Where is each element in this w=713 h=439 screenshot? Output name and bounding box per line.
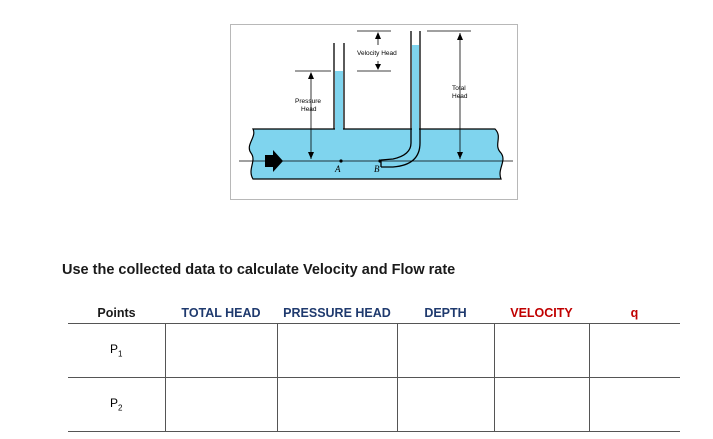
table-header-row: Points TOTAL HEAD PRESSURE HEAD DEPTH VE…: [68, 303, 680, 324]
point-subscript: 1: [118, 349, 123, 359]
depth-cell[interactable]: [396, 377, 494, 432]
total-head-label-line1: Total: [452, 85, 466, 92]
pressure-head-cell[interactable]: [276, 377, 397, 432]
col-header-points: Points: [68, 303, 165, 324]
point-subscript: 2: [118, 403, 123, 413]
table-row: P2: [68, 377, 680, 432]
depth-cell[interactable]: [396, 323, 494, 378]
col-header-q: q: [589, 303, 680, 324]
col-header-total-head: TOTAL HEAD: [165, 303, 277, 324]
velocity-head-label: Velocity Head: [357, 50, 397, 57]
point-b-label: B: [374, 164, 380, 174]
point-cell: P1: [68, 323, 165, 378]
pressure-head-label-line1: Pressure: [295, 98, 321, 105]
total-head-cell[interactable]: [164, 323, 277, 378]
pipe-water: [248, 128, 504, 180]
diagram-svg: Velocity Head Total Head Pressure Head A…: [239, 30, 513, 180]
q-cell[interactable]: [588, 323, 680, 378]
point-a-label: A: [334, 164, 341, 174]
col-header-pressure-head: PRESSURE HEAD: [277, 303, 397, 324]
pressure-head-cell[interactable]: [276, 323, 397, 378]
point-cell: P2: [68, 377, 165, 432]
total-head-label-line2: Head: [452, 93, 468, 100]
piezometer-water: [335, 71, 343, 130]
point-letter: P: [110, 342, 119, 357]
total-head-cell[interactable]: [164, 377, 277, 432]
velocity-cell[interactable]: [493, 323, 589, 378]
point-a-marker: [339, 159, 343, 163]
pressure-head-label-line2: Head: [301, 106, 317, 113]
point-letter: P: [110, 396, 119, 411]
velocity-cell[interactable]: [493, 377, 589, 432]
table-row: P1: [68, 323, 680, 378]
col-header-depth: DEPTH: [397, 303, 494, 324]
data-table: Points TOTAL HEAD PRESSURE HEAD DEPTH VE…: [68, 303, 680, 432]
pitot-water: [412, 45, 419, 145]
instruction-heading: Use the collected data to calculate Velo…: [62, 262, 456, 278]
flow-arrow-icon: [265, 150, 283, 172]
point-b-marker: [378, 159, 382, 163]
col-header-velocity: VELOCITY: [494, 303, 589, 324]
pitot-tube-diagram: Velocity Head Total Head Pressure Head A…: [230, 24, 518, 200]
q-cell[interactable]: [588, 377, 680, 432]
